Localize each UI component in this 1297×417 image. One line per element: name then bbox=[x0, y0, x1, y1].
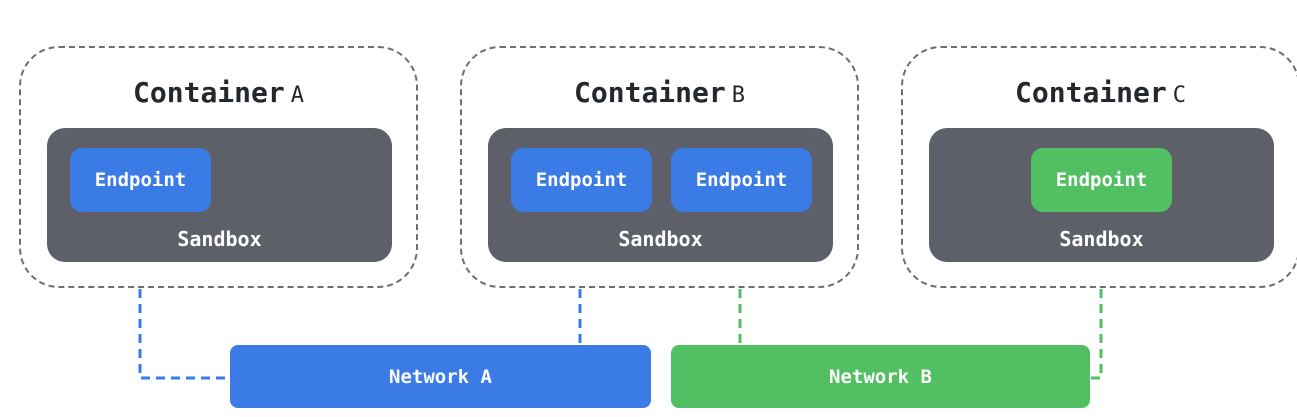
endpoint-a: Endpoint bbox=[70, 148, 211, 212]
network-a: Network A bbox=[230, 345, 651, 408]
container-title-suffix: A bbox=[290, 83, 304, 108]
endpoint-b-1: Endpoint bbox=[511, 148, 652, 212]
container-title-text: Container bbox=[574, 76, 726, 109]
sandbox-label: Sandbox bbox=[618, 227, 703, 251]
sandbox-c: Endpoint Sandbox bbox=[929, 128, 1274, 262]
container-title-suffix: B bbox=[731, 83, 745, 108]
container-title-suffix: C bbox=[1172, 83, 1186, 108]
container-title-text: Container bbox=[1015, 76, 1167, 109]
sandbox-label: Sandbox bbox=[177, 227, 262, 251]
network-b: Network B bbox=[671, 345, 1090, 408]
endpoint-b-2: Endpoint bbox=[671, 148, 812, 212]
sandbox-b: Endpoint Endpoint Sandbox bbox=[488, 128, 833, 262]
endpoint-c: Endpoint bbox=[1031, 148, 1172, 212]
container-title-text: Container bbox=[133, 76, 285, 109]
sandbox-label: Sandbox bbox=[1059, 227, 1144, 251]
sandbox-a: Endpoint Sandbox bbox=[47, 128, 392, 262]
